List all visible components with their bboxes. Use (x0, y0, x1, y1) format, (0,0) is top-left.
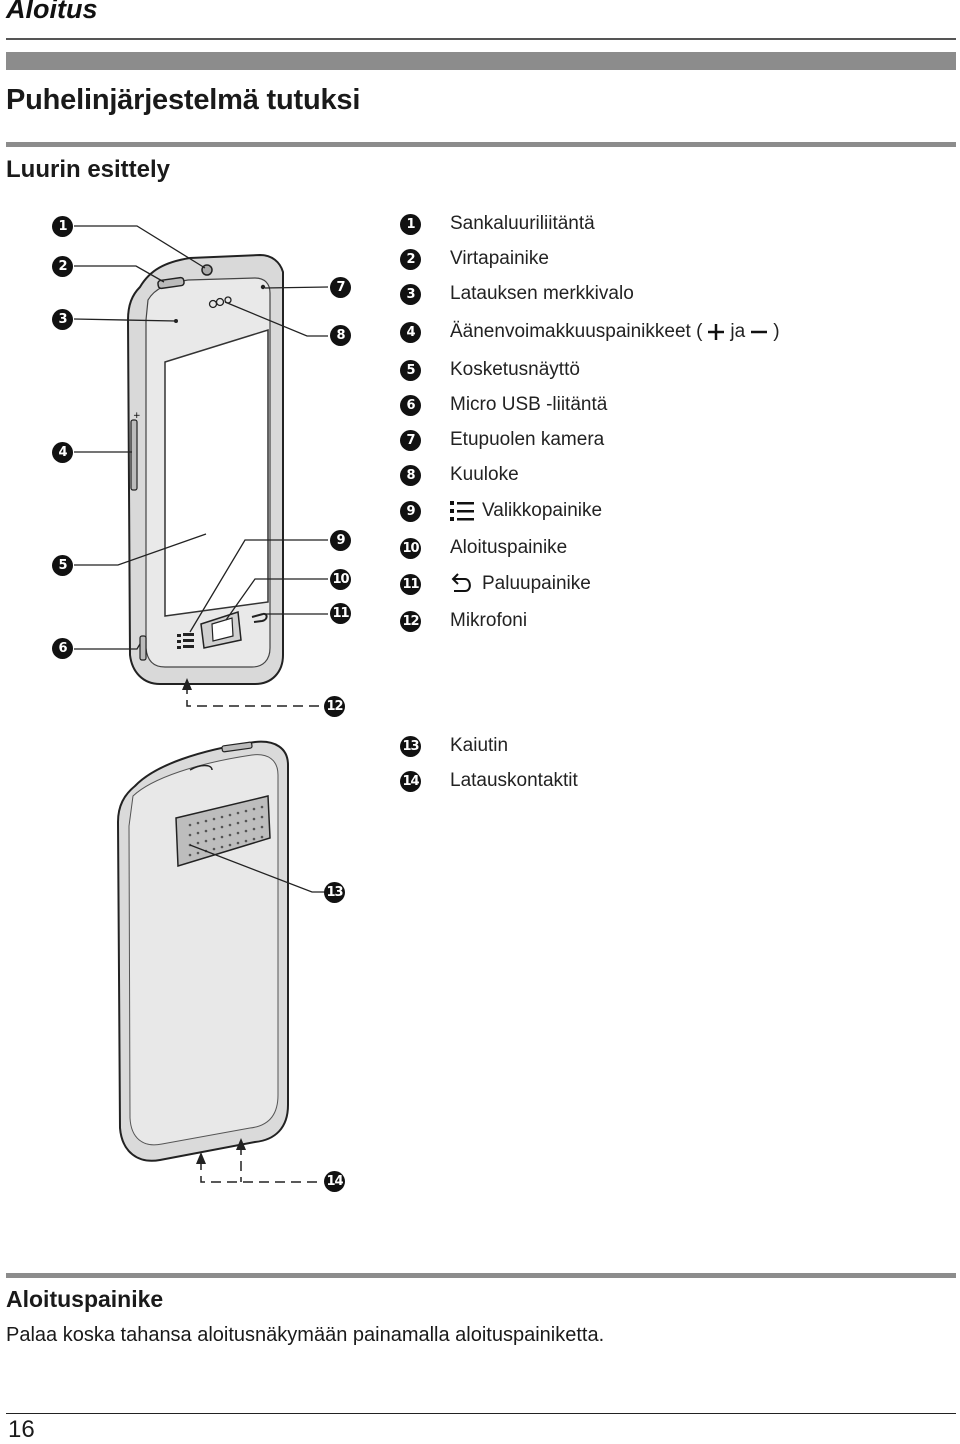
legend-number: 7 (400, 429, 421, 451)
legend-label: Micro USB -liitäntä (450, 394, 608, 415)
legend-number: 14 (400, 770, 421, 792)
minus-icon (751, 330, 768, 334)
header-band (6, 52, 956, 70)
volume-label-mid: ja (730, 321, 746, 342)
section-title: Aloitus (6, 0, 98, 24)
callout-11: 11 (330, 603, 351, 624)
callout-12: 12 (324, 696, 345, 717)
legend-number: 8 (400, 464, 421, 486)
legend-label: Mikrofoni (450, 610, 528, 631)
callout-13: 13 (324, 882, 345, 903)
callout-2: 2 (52, 256, 73, 277)
legend-item: 8 Kuuloke (400, 461, 519, 489)
volume-label-end: ) (773, 321, 780, 342)
legend-item: 11 Paluupainike (400, 570, 591, 598)
legend-number: 2 (400, 248, 421, 270)
legend-label: Etupuolen kamera (450, 429, 605, 450)
front-leader-lines (73, 225, 329, 650)
volume-label-start: Äänenvoimakkuuspainikkeet ( (450, 321, 703, 342)
legend-number: 12 (400, 610, 421, 632)
callout-1: 1 (52, 216, 73, 237)
callout-6: 6 (52, 638, 73, 659)
footer-rule (6, 1413, 956, 1414)
callout-9: 9 (330, 530, 351, 551)
menu-list-icon (450, 501, 474, 521)
callout-8: 8 (330, 325, 351, 346)
legend-label: Sankaluuriliitäntä (450, 213, 595, 234)
back-phone-illustration (116, 740, 289, 1162)
legend-label: Virtapainike (450, 248, 549, 269)
legend-label: Kosketusnäyttö (450, 359, 580, 380)
legend-label: Kaiutin (450, 735, 509, 756)
legend-item: 10 Aloituspainike (400, 534, 567, 562)
bottom-section-rule (6, 1273, 956, 1278)
legend-label: Latauksen merkkivalo (450, 283, 634, 304)
plus-icon (708, 323, 725, 340)
legend-item: 2 Virtapainike (400, 245, 549, 273)
legend-label: Aloituspainike (450, 537, 568, 558)
handset-diagram: + (73, 225, 329, 1183)
legend-label: Latauskontaktit (450, 770, 578, 791)
callout-7: 7 (330, 277, 351, 298)
legend-label: Äänenvoimakkuuspainikkeet ( ja) (450, 321, 780, 343)
title-rule (6, 142, 956, 147)
legend-item: 4 Äänenvoimakkuuspainikkeet ( ja) (400, 318, 780, 346)
legend-number: 13 (400, 735, 421, 757)
legend-item: 14 Latauskontaktit (400, 767, 578, 795)
callout-5: 5 (52, 555, 73, 576)
bottom-text: Palaa koska tahansa aloitusnäkymään pain… (6, 1324, 605, 1346)
legend-item: 9 Valikkopainike (400, 497, 602, 525)
legend-number: 9 (400, 500, 421, 522)
legend-number: 1 (400, 213, 421, 235)
subtitle: Luurin esittely (6, 156, 171, 183)
legend-label: Kuuloke (450, 464, 519, 485)
header-rule (6, 38, 956, 40)
page-number: 16 (8, 1416, 35, 1443)
legend-number: 5 (400, 359, 421, 381)
legend-item: 1 Sankaluuriliitäntä (400, 210, 595, 238)
callout-14: 14 (324, 1171, 345, 1192)
menu-button-illustration (177, 633, 194, 649)
legend-number: 3 (400, 283, 421, 305)
back-arrow-icon (451, 573, 471, 592)
legend-number: 10 (400, 537, 421, 559)
callout-3: 3 (52, 309, 73, 330)
legend-number: 4 (400, 321, 421, 343)
legend-label: Paluupainike (482, 573, 591, 594)
legend-number: 6 (400, 394, 421, 416)
legend-item: 3 Latauksen merkkivalo (400, 280, 634, 308)
bottom-heading: Aloituspainike (6, 1286, 164, 1312)
legend-item: 6 Micro USB -liitäntä (400, 391, 607, 419)
front-phone-illustration: + (126, 253, 284, 685)
callout-4: 4 (52, 442, 73, 463)
legend-number: 11 (400, 573, 421, 595)
page-title: Puhelinjärjestelmä tutuksi (6, 84, 361, 116)
legend-item: 12 Mikrofoni (400, 607, 527, 635)
callout-10: 10 (330, 569, 351, 590)
legend-item: 7 Etupuolen kamera (400, 426, 604, 454)
svg-text:+: + (133, 411, 141, 421)
legend-item: 13 Kaiutin (400, 732, 508, 760)
legend-item: 5 Kosketusnäyttö (400, 356, 580, 384)
legend-label: Valikkopainike (482, 500, 603, 521)
